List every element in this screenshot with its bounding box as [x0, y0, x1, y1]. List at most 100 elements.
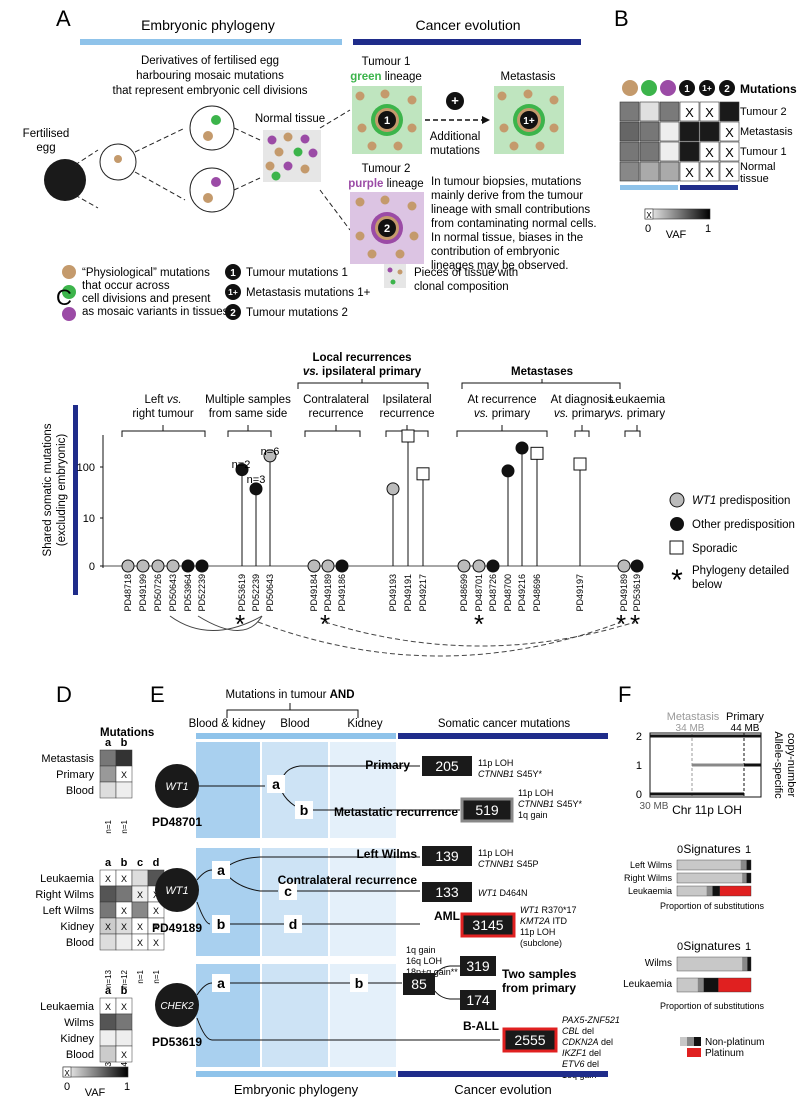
- c-tick-label: PD49191: [403, 574, 413, 612]
- svg-text:16q LOH: 16q LOH: [406, 956, 442, 966]
- svg-text:Proportion of substitutions: Proportion of substitutions: [660, 1001, 765, 1011]
- d-col-label: a: [105, 857, 112, 869]
- e-count-2555: [502, 1027, 558, 1053]
- b-cell: [659, 101, 680, 122]
- c-tick-label: PD49189: [323, 574, 333, 612]
- svg-text:519: 519: [475, 802, 499, 818]
- svg-text:Contralateral: Contralateral: [303, 394, 369, 406]
- c-point-wt1: [457, 559, 471, 573]
- svg-text:CTNNB1 S45Y*: CTNNB1 S45Y*: [518, 799, 583, 809]
- d-cell: [115, 749, 133, 767]
- c-tick-label: PD50643: [265, 574, 275, 612]
- svg-text:0: 0: [636, 789, 642, 801]
- svg-text:WT1 predisposition: WT1 predisposition: [692, 495, 790, 507]
- c-asterisk-2: *: [320, 609, 330, 639]
- explanation-text: In tumour biopsies, mutations mainly der…: [431, 176, 597, 272]
- d-cell-x: X: [105, 874, 111, 884]
- b-cell-x: X: [725, 145, 734, 160]
- panel-c: C Shared somatic mutations (excluding em…: [42, 285, 795, 657]
- c-asterisk-3: *: [474, 609, 484, 639]
- additional-1: Additional: [430, 131, 481, 143]
- svg-text:X: X: [64, 1069, 70, 1078]
- c-point-wt1: [151, 559, 165, 573]
- e-count-519: [460, 797, 514, 823]
- b-row-1: Metastasis: [740, 126, 793, 138]
- svg-text:Wilms: Wilms: [645, 958, 672, 969]
- svg-text:1+: 1+: [228, 287, 238, 297]
- svg-text:IKZF1 del: IKZF1 del: [562, 1048, 601, 1058]
- e-count-139: [422, 846, 472, 866]
- svg-text:green lineage: green lineage: [350, 71, 422, 83]
- svg-text:Primary: Primary: [365, 758, 410, 772]
- svg-text:contribution of embryonic: contribution of embryonic: [431, 246, 560, 258]
- c-annot-n3: n=3: [247, 474, 266, 486]
- svg-text:85: 85: [411, 976, 427, 992]
- svg-text:b: b: [355, 975, 364, 991]
- c-tick-label: PD49184: [309, 574, 319, 612]
- b-cell: [679, 121, 700, 142]
- f-sig-segment: [677, 978, 698, 992]
- svg-text:Metastasis mutations 1+: Metastasis mutations 1+: [246, 287, 371, 299]
- svg-text:vs. primary: vs. primary: [554, 408, 610, 420]
- svg-text:that occur across: that occur across: [82, 280, 170, 292]
- c-annot-n6: n=6: [261, 446, 280, 458]
- b-cell: [679, 101, 700, 122]
- svg-text:clonal composition: clonal composition: [414, 281, 509, 293]
- c-point-sporadic: [416, 467, 430, 481]
- svg-text:2: 2: [636, 731, 642, 743]
- svg-text:Phylogeny detailed: Phylogeny detailed: [692, 565, 789, 577]
- d-cell: [99, 1045, 117, 1063]
- svg-text:PAX5-ZNF521: PAX5-ZNF521: [562, 1015, 620, 1025]
- f-sig-segment: [740, 860, 747, 870]
- c-tick-label: PD48699: [459, 574, 469, 612]
- c-asterisk-4: *: [616, 609, 626, 639]
- c-point-wt1: [617, 559, 631, 573]
- cancer-bar: [353, 39, 581, 45]
- e-count-205: [422, 756, 472, 776]
- svg-text:0: 0: [645, 223, 651, 235]
- f-sig-segment: [719, 886, 751, 896]
- svg-text:3145: 3145: [472, 917, 503, 933]
- c-tick-label: PD53964: [183, 574, 193, 612]
- d-col-label: a: [105, 737, 112, 749]
- d-cell: [99, 1029, 117, 1047]
- svg-text:174: 174: [466, 992, 490, 1008]
- c-point-other: [515, 441, 529, 455]
- c-point-other: [335, 559, 349, 573]
- c-ylabel-1: Shared somatic mutations: [42, 423, 54, 556]
- c-tick-label: PD53619: [237, 574, 247, 612]
- b-cell-x: X: [705, 145, 714, 160]
- c-tick-label: PD48701: [474, 574, 484, 612]
- svg-text:1: 1: [384, 115, 390, 127]
- b-cell-x: X: [685, 165, 694, 180]
- c-asterisk-5: *: [630, 609, 640, 639]
- normal-tissue-dots: [265, 132, 318, 181]
- b-cell: [639, 101, 660, 122]
- b-cell: [619, 121, 640, 142]
- svg-text:from contaminating normal cell: from contaminating normal cells.: [431, 218, 597, 230]
- e-header: Mutations in tumour AND: [225, 689, 354, 701]
- egg-label-1: Fertilised: [23, 128, 70, 140]
- svg-text:Metastatic recurrence: Metastatic recurrence: [334, 805, 458, 819]
- svg-text:30 MB: 30 MB: [640, 801, 669, 812]
- d-cell-x: X: [121, 922, 127, 932]
- b-cell-x: X: [725, 125, 734, 140]
- d-cell: [99, 885, 117, 903]
- svg-text:11p LOH: 11p LOH: [518, 788, 553, 798]
- f-sig-segment: [746, 860, 751, 870]
- svg-text:Leukaemia: Leukaemia: [609, 394, 666, 406]
- c-tick-label: PD48726: [488, 574, 498, 612]
- svg-text:from same side: from same side: [209, 408, 288, 420]
- svg-text:1q gain: 1q gain: [518, 810, 548, 820]
- svg-text:11p LOH: 11p LOH: [478, 758, 513, 768]
- b-cell: [619, 101, 640, 122]
- svg-text:44 MB: 44 MB: [731, 723, 760, 734]
- d-row-label: Leukaemia: [40, 1001, 95, 1013]
- f-sig-segment: [703, 978, 719, 992]
- svg-text:Primary: Primary: [726, 711, 764, 723]
- c-legend-wt1-gene: WT1: [692, 495, 716, 507]
- b-cell-x: X: [685, 105, 694, 120]
- c-tick-label: PD48696: [532, 574, 542, 612]
